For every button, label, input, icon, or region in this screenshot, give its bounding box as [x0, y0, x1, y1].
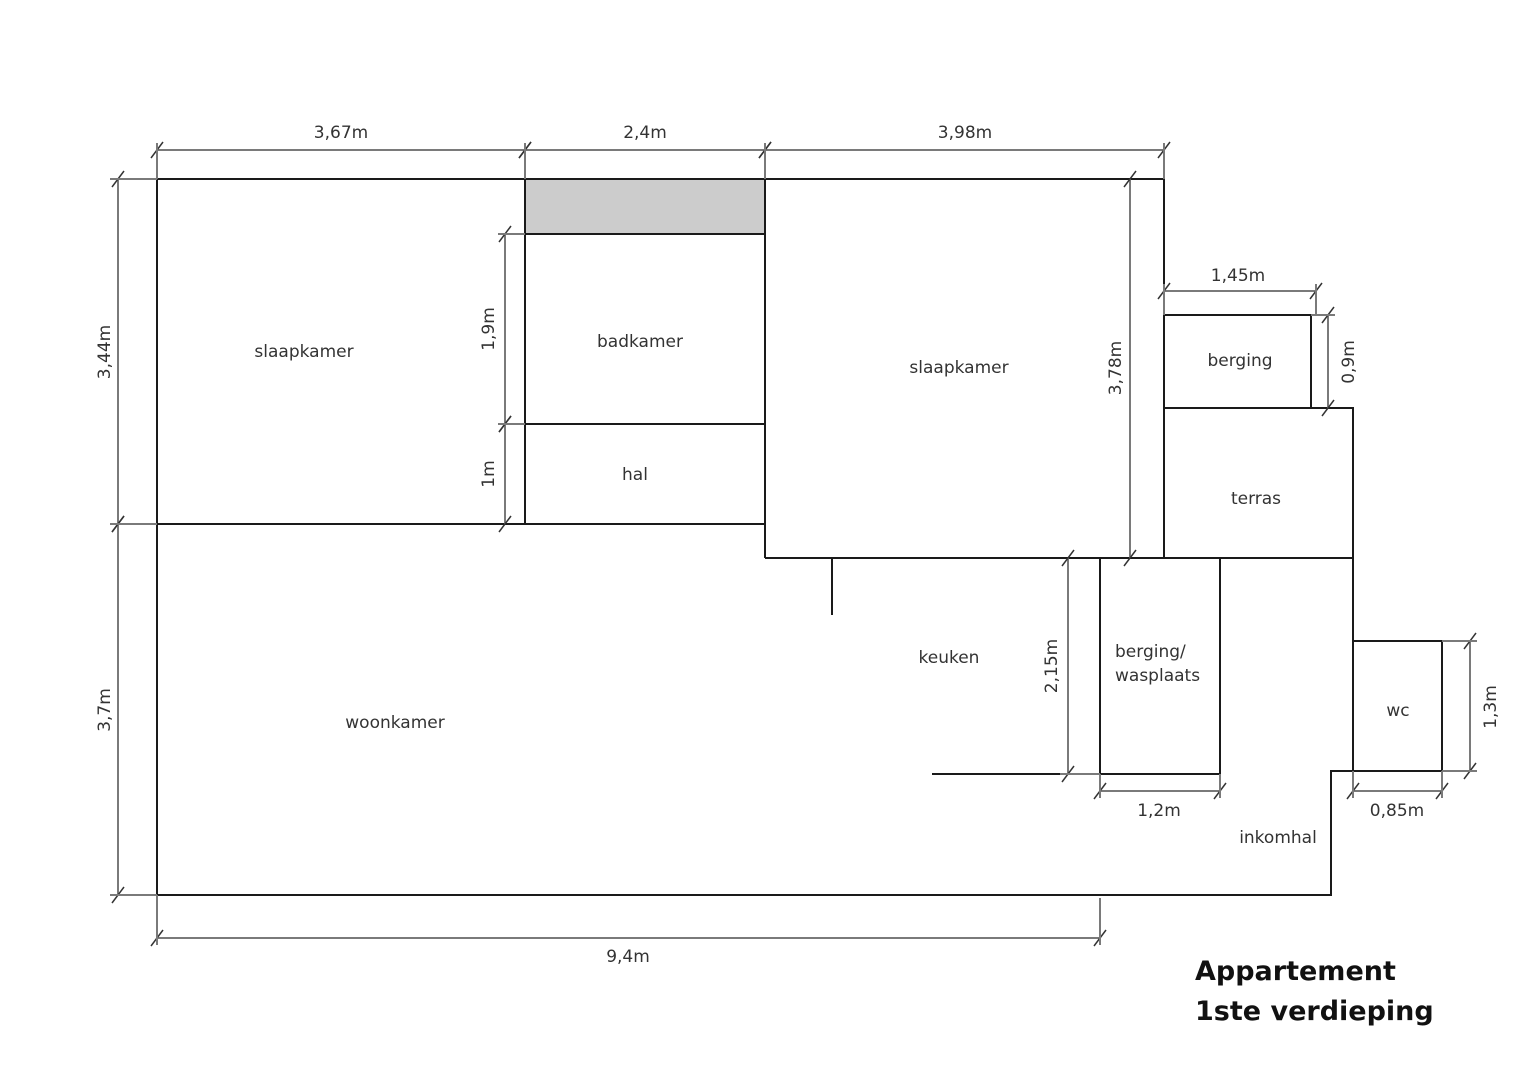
dim-label-slaapkamer-height: 3,78m	[1106, 341, 1126, 395]
shaft-area	[524, 178, 766, 235]
dimension-lines	[110, 141, 1477, 947]
dim-label-left-lower: 3,7m	[95, 688, 115, 732]
room-label-berging: berging	[1207, 351, 1272, 371]
dimension-tick	[1123, 170, 1137, 188]
room-label-berging-wasplaats-2: wasplaats	[1115, 666, 1200, 686]
dim-label-wc-height: 1,3m	[1481, 685, 1501, 729]
dim-label-bottom-total: 9,4m	[606, 947, 650, 967]
room-label-terras: terras	[1231, 489, 1281, 509]
dim-label-hal-height: 1m	[479, 460, 499, 487]
plan-title-line2: 1ste verdieping	[1195, 996, 1434, 1027]
dim-label-berging-height: 0,9m	[1339, 340, 1359, 384]
dim-label-top-mid: 2,4m	[623, 123, 667, 143]
room-label-berging-wasplaats-1: berging/	[1115, 642, 1186, 662]
walls	[156, 178, 1443, 896]
room-label-hal: hal	[622, 465, 648, 485]
dim-label-top-right: 3,98m	[938, 123, 992, 143]
dim-label-top-left: 3,67m	[314, 123, 368, 143]
dimension-tick	[498, 515, 512, 533]
dimension-tick	[1123, 549, 1137, 567]
dim-label-wasplaats-width: 1,2m	[1137, 801, 1181, 821]
room-label-woonkamer: woonkamer	[345, 713, 444, 733]
dim-label-wc-width: 0,85m	[1370, 801, 1424, 821]
room-label-inkomhal: inkomhal	[1239, 828, 1317, 848]
room-label-slaapkamer-right: slaapkamer	[909, 358, 1008, 378]
dim-label-berging-width: 1,45m	[1211, 266, 1265, 286]
dimension-tick	[1061, 549, 1075, 567]
plan-title-line1: Appartement	[1195, 956, 1396, 987]
room-label-badkamer: badkamer	[597, 332, 683, 352]
plan-title: Appartement 1ste verdieping	[1195, 952, 1434, 1032]
dim-label-left-upper: 3,44m	[95, 325, 115, 379]
room-label-wc: wc	[1386, 701, 1409, 721]
dimension-tick	[1321, 399, 1335, 417]
room-label-keuken: keuken	[919, 648, 980, 668]
room-label-slaapkamer-left: slaapkamer	[254, 342, 353, 362]
dim-label-wasplaats-height: 2,15m	[1042, 639, 1062, 693]
dim-label-badkamer-height: 1,9m	[479, 307, 499, 351]
